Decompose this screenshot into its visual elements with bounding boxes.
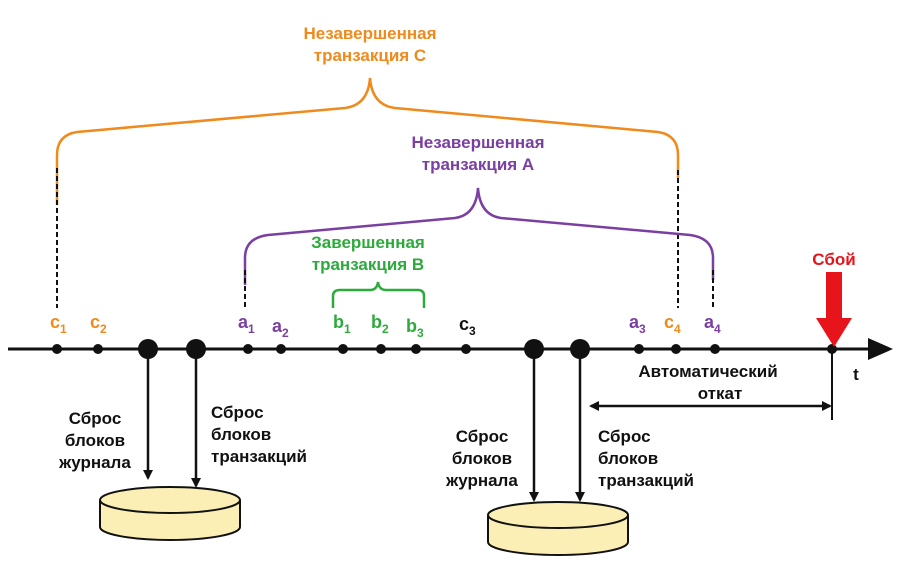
bracket-b-label-line1: Завершенная xyxy=(311,233,425,252)
bracket-transaction-b: Завершенная транзакция B xyxy=(311,233,426,308)
failure-label: Сбой xyxy=(812,250,855,269)
event-label-a4: a4 xyxy=(704,312,721,336)
event-dot-b2 xyxy=(376,344,386,354)
event-dot-c1 xyxy=(52,344,62,354)
flush-log-2-line2: блоков xyxy=(452,449,512,468)
bracket-c-label-line2: транзакция C xyxy=(314,46,426,65)
automatic-rollback: Автоматический откат xyxy=(589,349,833,420)
flush-log-1-line3: журнала xyxy=(58,453,131,472)
event-dot-c4 xyxy=(671,344,681,354)
bracket-c-label-line1: Незавершенная xyxy=(303,24,436,43)
event-label-c3: c3 xyxy=(459,314,476,338)
flush-tx-2-line3: транзакций xyxy=(598,471,694,490)
flush-log-1-line1: Сброс xyxy=(69,409,122,428)
rollback-label-line1: Автоматический xyxy=(638,362,777,381)
disk-2 xyxy=(487,501,629,556)
event-dot-c3 xyxy=(461,344,471,354)
flush-points xyxy=(138,339,590,502)
time-axis-label: t xyxy=(853,365,859,384)
event-dot-a2 xyxy=(276,344,286,354)
event-label-a1: a1 xyxy=(238,312,255,336)
event-dot-c2 xyxy=(93,344,103,354)
failure-arrow-icon xyxy=(816,272,852,347)
flush-tx-2-line2: блоков xyxy=(598,449,658,468)
flush-tx-2-line1: Сброс xyxy=(598,427,651,446)
disk-1 xyxy=(99,486,241,541)
rollback-label-line2: откат xyxy=(698,384,743,403)
bracket-transaction-c: Незавершенная транзакция C xyxy=(55,24,680,308)
event-label-b3: b3 xyxy=(406,316,424,340)
event-label-b1: b1 xyxy=(333,312,351,336)
event-dot-b1 xyxy=(338,344,348,354)
event-label-c2: c2 xyxy=(90,312,107,336)
event-labels: c1 c2 a1 a2 b1 b2 b3 c3 a3 c4 a4 xyxy=(50,312,721,340)
event-dot-a1 xyxy=(243,344,253,354)
event-label-a2: a2 xyxy=(272,316,289,340)
bracket-b-label-line2: транзакция B xyxy=(312,255,424,274)
axis-arrowhead xyxy=(868,338,893,360)
bracket-a-label-line2: транзакция A xyxy=(422,155,534,174)
event-label-c1: c1 xyxy=(50,312,67,336)
event-label-c4: c4 xyxy=(664,312,681,336)
flush-tx-1-line3: транзакций xyxy=(211,447,307,466)
bracket-transaction-a: Незавершенная транзакция A xyxy=(243,133,715,308)
flush-tx-1-line2: блоков xyxy=(211,425,271,444)
flush-log-2-line3: журнала xyxy=(445,471,518,490)
flush-log-1-line2: блоков xyxy=(65,431,125,450)
event-dot-b3 xyxy=(411,344,421,354)
bracket-a-label-line1: Незавершенная xyxy=(411,133,544,152)
event-label-a3: a3 xyxy=(629,312,646,336)
flush-labels: Сброс блоков журнала Сброс блоков транза… xyxy=(58,403,694,490)
event-dot-a3 xyxy=(634,344,644,354)
flush-log-2-line1: Сброс xyxy=(456,427,509,446)
failure-marker: Сбой xyxy=(812,250,856,347)
flush-tx-1-line1: Сброс xyxy=(211,403,264,422)
event-dot-a4 xyxy=(710,344,720,354)
event-label-b2: b2 xyxy=(371,312,389,336)
event-dots xyxy=(52,344,837,354)
